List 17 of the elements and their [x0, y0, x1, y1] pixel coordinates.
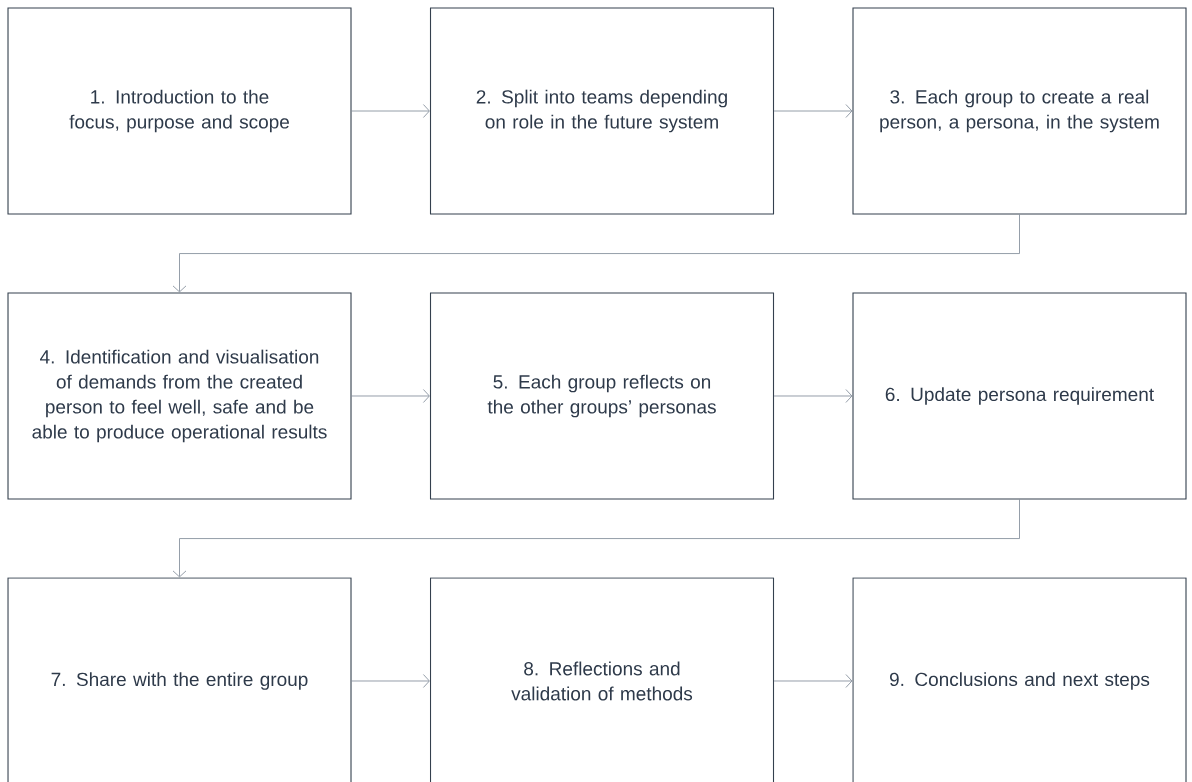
arrow: [351, 389, 430, 403]
arrow: [172, 214, 1020, 293]
arrow: [773, 104, 853, 118]
arrow: [351, 674, 430, 688]
process-box: 4. Identification and visualisation of demands from the created person to feel well, safe and be able to produce operational results: [7, 292, 352, 500]
process-box: 8. Reflections and validation of methods: [429, 577, 775, 782]
arrow: [773, 674, 853, 688]
arrow: [172, 499, 1020, 578]
arrow: [351, 104, 430, 118]
arrow: [773, 389, 853, 403]
process-box: 3. Each group to create a real person, a persona, in the system: [852, 7, 1187, 215]
process-box: 2. Split into teams depending on role in the future system: [429, 7, 775, 215]
process-box: 7. Share with the entire group: [7, 577, 352, 782]
process-box: 5. Each group reflects on the other groups’ personas: [429, 292, 775, 500]
process-box: 1. Introduction to the focus, purpose and scope: [7, 7, 352, 215]
process-box: 9. Conclusions and next steps: [852, 577, 1187, 782]
process-box: 6. Update persona requirement: [852, 292, 1187, 500]
